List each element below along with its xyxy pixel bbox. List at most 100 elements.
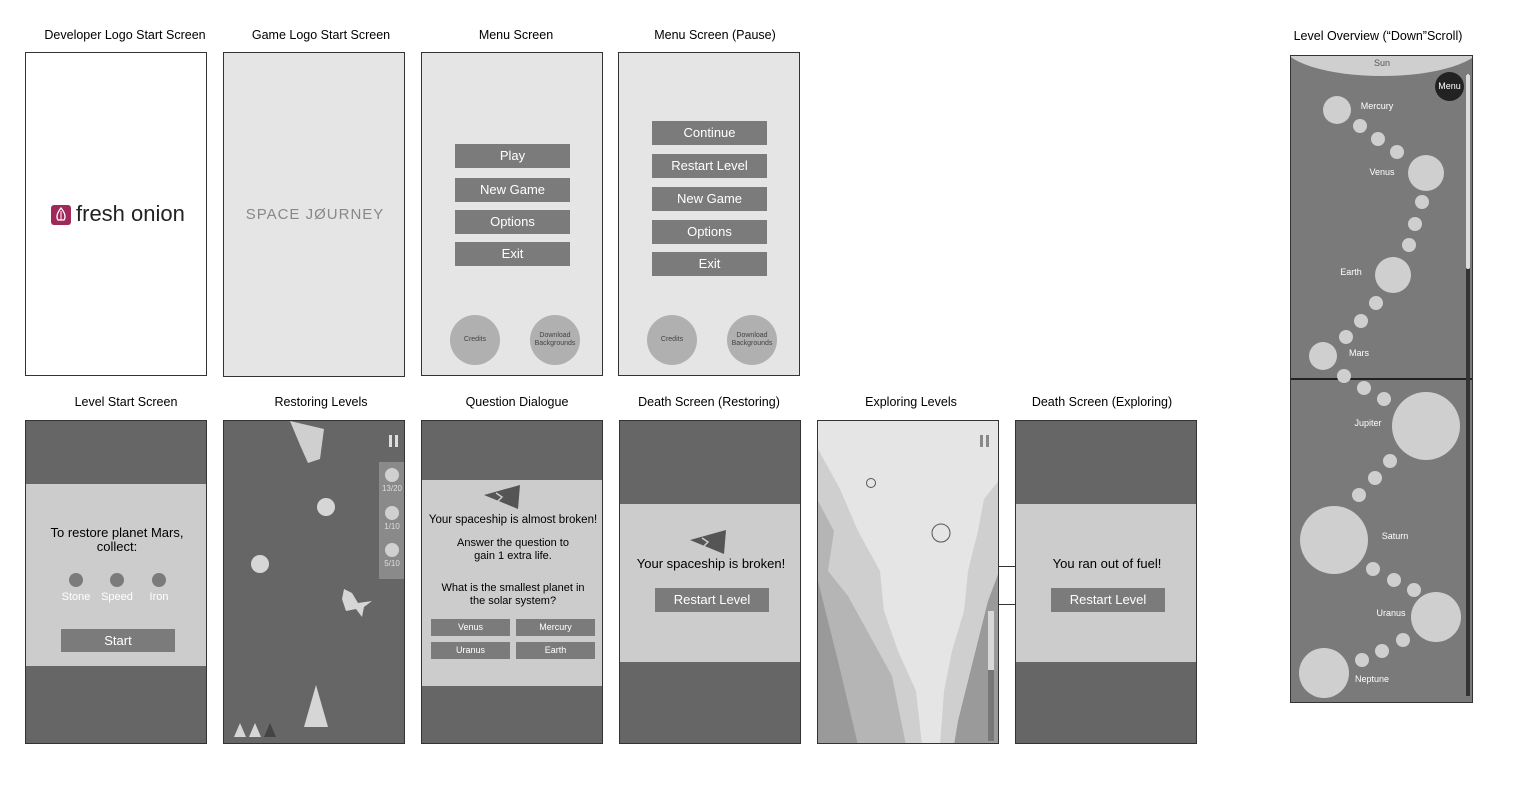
iron-item-icon bbox=[152, 573, 166, 587]
iron-counter-icon bbox=[385, 543, 399, 557]
planet-mars bbox=[1309, 342, 1337, 370]
level-overview-screen: Menu Sun Mercury Venus Earth Mars Jupite… bbox=[1290, 55, 1473, 703]
spaceship-icon bbox=[304, 685, 328, 727]
speed-label: Speed bbox=[101, 591, 133, 603]
path-dot bbox=[1377, 392, 1391, 406]
stone-counter: 13/20 bbox=[381, 484, 403, 493]
new-game-button[interactable]: New Game bbox=[455, 178, 570, 202]
planet-saturn bbox=[1300, 506, 1368, 574]
path-dot bbox=[1387, 573, 1401, 587]
connector-line bbox=[999, 604, 1016, 605]
caption-pause: Menu Screen (Pause) bbox=[654, 28, 776, 42]
start-button[interactable]: Start bbox=[61, 629, 175, 652]
planet-label-earth: Earth bbox=[1340, 267, 1362, 277]
pause-menu-screen: Continue Restart Level New Game Options … bbox=[618, 52, 800, 376]
restart-level-button[interactable]: Restart Level bbox=[1051, 588, 1165, 612]
broken-spaceship-icon bbox=[484, 485, 520, 509]
credits-button[interactable]: Credits bbox=[647, 315, 697, 365]
credits-button[interactable]: Credits bbox=[450, 315, 500, 365]
fuel-pickup bbox=[866, 478, 876, 488]
caption-restoring: Restoring Levels bbox=[274, 395, 368, 409]
planet-label-uranus: Uranus bbox=[1376, 608, 1406, 618]
planet-label-mars: Mars bbox=[1349, 348, 1369, 358]
planet-label-mercury: Mercury bbox=[1360, 101, 1394, 111]
planet-jupiter bbox=[1392, 392, 1460, 460]
planet-earth bbox=[1375, 257, 1411, 293]
answer-venus-button[interactable]: Venus bbox=[431, 619, 510, 636]
planet-venus bbox=[1408, 155, 1444, 191]
pause-icon[interactable] bbox=[389, 435, 399, 447]
overview-scrollbar-thumb[interactable] bbox=[1466, 74, 1470, 269]
planet-label-saturn: Saturn bbox=[1381, 531, 1409, 541]
continue-button[interactable]: Continue bbox=[652, 121, 767, 145]
death-panel: Your spaceship is broken! Restart Level bbox=[620, 504, 800, 662]
broken-spaceship-icon bbox=[690, 530, 726, 554]
death-restoring-screen: Your spaceship is broken! Restart Level bbox=[619, 420, 801, 744]
answer-uranus-button[interactable]: Uranus bbox=[431, 642, 510, 659]
cave-wall-right-inner bbox=[954, 574, 998, 743]
path-dot bbox=[1415, 195, 1429, 209]
caption-exploring: Exploring Levels bbox=[865, 395, 957, 409]
play-button[interactable]: Play bbox=[455, 144, 570, 168]
exploring-level-screen bbox=[817, 420, 999, 744]
caption-level-start: Level Start Screen bbox=[74, 395, 178, 409]
exit-button[interactable]: Exit bbox=[455, 242, 570, 266]
download-backgrounds-button[interactable]: Download Backgrounds bbox=[727, 315, 777, 365]
path-dot bbox=[1407, 583, 1421, 597]
menu-screen: Play New Game Options Exit Credits Downl… bbox=[421, 52, 603, 376]
connector-line bbox=[999, 566, 1016, 567]
planet-label-sun: Sun bbox=[1373, 58, 1390, 68]
path-dot bbox=[1369, 296, 1383, 310]
caption-death-exploring: Death Screen (Exploring) bbox=[1031, 395, 1173, 409]
exploring-level-scene bbox=[818, 449, 998, 743]
answer-earth-button[interactable]: Earth bbox=[516, 642, 595, 659]
overview-scrollbar[interactable] bbox=[1466, 74, 1470, 696]
iron-label: Iron bbox=[149, 591, 169, 603]
resource-orb bbox=[317, 498, 335, 516]
level-path-map bbox=[1291, 56, 1472, 698]
path-dot bbox=[1383, 454, 1397, 468]
question-panel: Your spaceship is almost broken! Answer … bbox=[422, 480, 602, 686]
options-button[interactable]: Options bbox=[455, 210, 570, 234]
spaceship-marker bbox=[931, 523, 951, 543]
answer-mercury-button[interactable]: Mercury bbox=[516, 619, 595, 636]
path-dot bbox=[1366, 562, 1380, 576]
planet-label-jupiter: Jupiter bbox=[1354, 418, 1382, 428]
brand-name: fresh onion bbox=[76, 201, 185, 226]
path-dot bbox=[1368, 471, 1382, 485]
planet-uranus bbox=[1411, 592, 1461, 642]
planet-mercury bbox=[1323, 96, 1351, 124]
question-dialogue-screen: Your spaceship is almost broken! Answer … bbox=[421, 420, 603, 744]
exit-button[interactable]: Exit bbox=[652, 252, 767, 276]
asteroid-shape bbox=[290, 421, 324, 463]
caption-question: Question Dialogue bbox=[465, 395, 569, 409]
question-text: What is the smallest planet in the solar… bbox=[441, 582, 585, 607]
caption-game-logo: Game Logo Start Screen bbox=[251, 28, 391, 42]
caption-overview: Level Overview (“Down”Scroll) bbox=[1293, 29, 1463, 43]
planet-label-venus: Venus bbox=[1369, 167, 1395, 177]
path-dot bbox=[1337, 369, 1351, 383]
life-icon bbox=[234, 723, 246, 737]
restoring-level-scene bbox=[234, 421, 372, 737]
new-game-button[interactable]: New Game bbox=[652, 187, 767, 211]
menu-button[interactable]: Menu bbox=[1435, 72, 1464, 101]
pause-icon[interactable] bbox=[980, 435, 990, 447]
iron-counter: 5/10 bbox=[384, 559, 400, 568]
options-button[interactable]: Options bbox=[652, 220, 767, 244]
death-message: Your spaceship is broken! bbox=[636, 556, 786, 571]
path-dot bbox=[1357, 381, 1371, 395]
lost-life-icon bbox=[264, 723, 276, 737]
sun-planet bbox=[1291, 56, 1472, 76]
download-backgrounds-button[interactable]: Download Backgrounds bbox=[530, 315, 580, 365]
restart-level-button[interactable]: Restart Level bbox=[652, 154, 767, 178]
caption-menu: Menu Screen bbox=[478, 28, 554, 42]
death-message: You ran out of fuel! bbox=[1052, 556, 1162, 571]
restart-level-button[interactable]: Restart Level bbox=[655, 588, 769, 612]
onion-logo-icon bbox=[51, 205, 71, 225]
cave-wall-left-deep bbox=[818, 581, 858, 743]
path-dot bbox=[1390, 145, 1404, 159]
caption-death-restoring: Death Screen (Restoring) bbox=[638, 395, 780, 409]
level-start-screen: To restore planet Mars, collect: Stone S… bbox=[25, 420, 207, 744]
resource-orb bbox=[251, 555, 269, 573]
caption-developer-logo: Developer Logo Start Screen bbox=[44, 28, 206, 42]
